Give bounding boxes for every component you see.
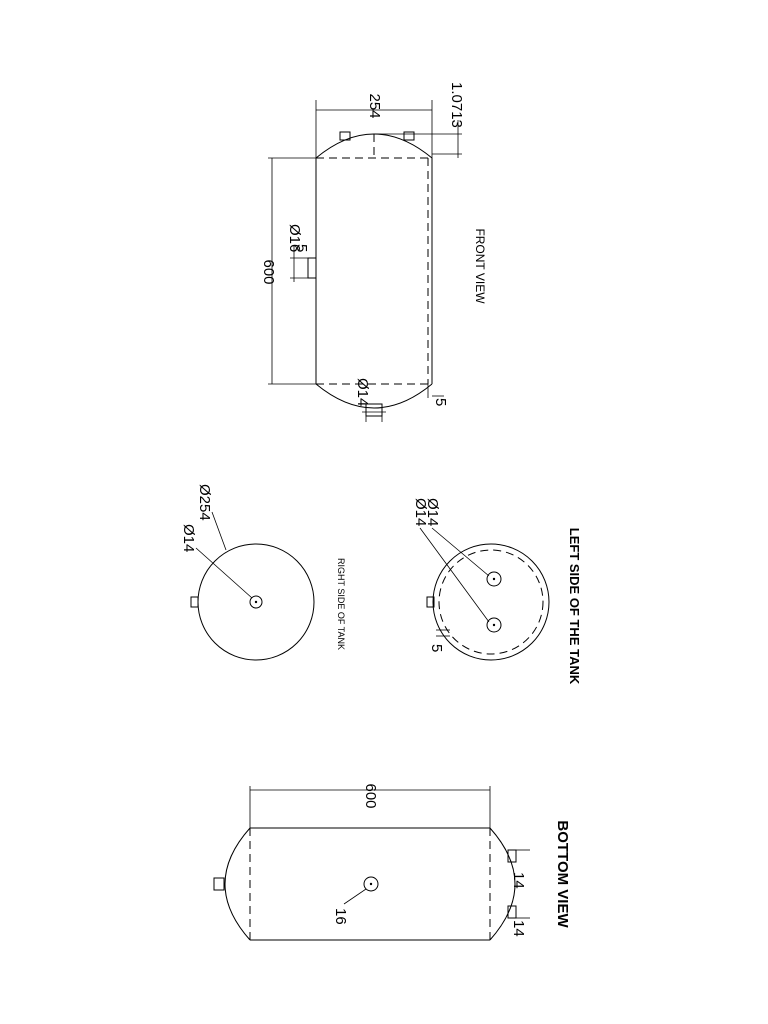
front-bottom-nozzle xyxy=(365,403,383,417)
right-side-leader-254 xyxy=(211,511,227,551)
left-label-o14-b: Ø14 xyxy=(412,498,429,526)
front-dim-1-0713: 1.0713 xyxy=(448,82,465,128)
left-side-nozzle-a xyxy=(486,571,502,587)
bottom-label-14-a: 14 xyxy=(510,872,527,889)
front-label-o14: Ø14 xyxy=(354,378,371,406)
front-top-nozzle-left xyxy=(339,131,351,141)
right-label-o254: Ø254 xyxy=(196,484,213,521)
right-side-nozzle-circle xyxy=(249,595,263,609)
front-label-o16: Ø16 xyxy=(286,224,303,252)
bottom-right-nozzle-a xyxy=(507,849,517,863)
bottom-label-16: 16 xyxy=(332,908,349,925)
bottom-center-nozzle-point xyxy=(369,882,373,886)
bottom-right-head xyxy=(489,827,516,941)
left-side-inner-hidden-circle xyxy=(438,549,544,655)
left-side-nozzle-b-center xyxy=(492,623,496,627)
bottom-view: 16 14 14 600 BOTTOM VIEW xyxy=(213,783,571,941)
right-side-center-point xyxy=(254,600,258,604)
right-side-leader-14 xyxy=(195,547,253,599)
left-side-outer-circle xyxy=(432,543,550,661)
bottom-label-14-b: 14 xyxy=(510,920,527,937)
left-side-title: LEFT SIDE OF THE TANK xyxy=(567,528,582,685)
bottom-leader-16 xyxy=(343,888,367,905)
left-side-view: Ø14 Ø14 5 LEFT SIDE OF THE TANK xyxy=(412,498,582,685)
bottom-left-head xyxy=(224,827,251,941)
front-dim-600: 600 xyxy=(260,259,277,284)
bottom-dim-600: 600 xyxy=(362,783,379,808)
left-side-nozzle-a-center xyxy=(492,577,496,581)
front-label-5-bottom: 5 xyxy=(432,398,449,406)
right-label-o14: Ø14 xyxy=(180,524,197,552)
right-side-title: RIGHT SIDE OF TANK xyxy=(336,558,346,650)
right-side-stub xyxy=(190,596,199,608)
bottom-right-nozzle-b xyxy=(507,905,517,919)
left-side-leader-a xyxy=(431,527,490,577)
left-label-o14-a: Ø14 xyxy=(424,498,441,526)
bottom-view-title: BOTTOM VIEW xyxy=(554,820,571,928)
right-side-view: Ø254 Ø14 RIGHT SIDE OF TANK xyxy=(180,484,346,661)
front-side-nozzle xyxy=(307,257,317,279)
front-dim-254: 254 xyxy=(366,93,383,118)
bottom-left-stub xyxy=(213,877,225,891)
left-side-nozzle-b xyxy=(486,617,502,633)
front-label-5-top: 5 xyxy=(293,244,310,252)
bottom-center-nozzle xyxy=(363,876,379,892)
front-view: 254 1.0713 600 Ø16 5 Ø14 5 FRONT VIEW xyxy=(260,82,487,422)
front-top-nozzle-right xyxy=(403,131,415,141)
left-side-leader-b xyxy=(419,527,490,623)
left-side-stub xyxy=(426,596,435,608)
left-label-5: 5 xyxy=(428,644,445,652)
front-bottom-head xyxy=(315,383,433,409)
front-view-title: FRONT VIEW xyxy=(473,228,487,304)
